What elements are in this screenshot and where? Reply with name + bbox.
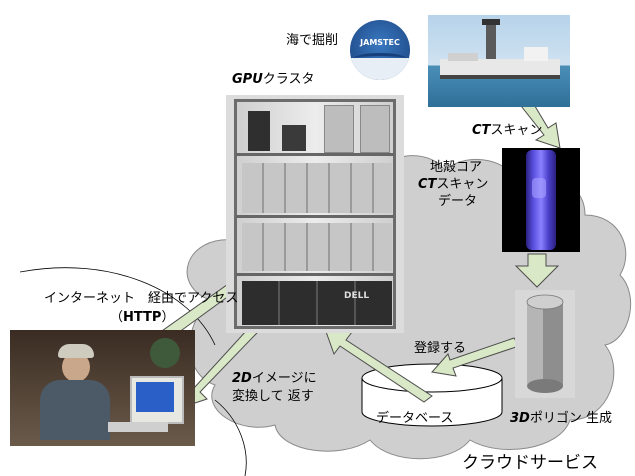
arrow-register <box>431 337 520 377</box>
user-at-pc-photo <box>10 330 195 446</box>
arrow-convert <box>323 325 433 403</box>
label-internet-line1: インターネット 経由でアクセス <box>44 291 239 306</box>
label-internet-line2: （HTTP） <box>110 310 175 326</box>
label-gpu-suffix: クラスタ <box>262 72 315 87</box>
label-internet-http: HTTP <box>123 310 162 325</box>
core-ct-scan-image <box>502 148 580 252</box>
dell-logo-text: DELL <box>344 291 370 301</box>
label-core-data-line3: データ <box>438 193 478 209</box>
label-convert: 2Dイメージに 変換して 返す <box>232 370 317 405</box>
label-core-data-scan: スキャン <box>436 176 489 192</box>
label-core-data-line2: CTスキャン <box>418 177 488 194</box>
label-cloud-service: クラウドサービス <box>462 453 598 473</box>
label-gpu-prefix: GPU <box>232 72 263 87</box>
label-polygon-text: ポリゴン 生成 <box>529 411 612 426</box>
polygon-cylinder-svg <box>526 294 564 393</box>
jamstec-logo: JAMSTEC <box>350 20 410 80</box>
label-core-data-ct: CT <box>418 176 437 192</box>
label-convert-line2: 変換して 返す <box>232 388 314 404</box>
internet-curve-2 <box>214 399 247 476</box>
label-convert-image: イメージに <box>251 371 317 386</box>
label-polygon: 3Dポリゴン 生成 <box>510 411 612 427</box>
label-sea-drilling: 海で掘削 <box>286 33 339 48</box>
label-ct-suffix: スキャン <box>490 123 543 138</box>
label-ct-prefix: CT <box>472 123 491 138</box>
label-convert-2d: 2D <box>232 371 252 386</box>
label-internet-open: （ <box>110 310 124 325</box>
label-gpu-cluster: GPUクラスタ <box>232 72 315 88</box>
label-internet-close: ） <box>161 310 175 325</box>
label-core-data: 地殻コア CTスキャン データ <box>418 160 488 211</box>
drilling-ship-photo <box>428 15 570 107</box>
jamstec-logo-text: JAMSTEC <box>360 38 400 47</box>
label-core-data-line1: 地殻コア <box>430 160 483 175</box>
label-database: データベース <box>376 411 454 426</box>
gpu-cluster-photo: DELL <box>226 95 404 333</box>
label-ct-scan: CTスキャン <box>472 123 543 139</box>
arrow-core-to-polygon <box>514 253 560 288</box>
polygon-cylinder <box>515 290 575 398</box>
label-polygon-3d: 3D <box>510 411 530 426</box>
label-register: 登録する <box>414 341 467 356</box>
label-convert-line1: 2Dイメージに <box>232 370 317 388</box>
internet-curve-1 <box>19 267 216 346</box>
database-cylinder <box>361 363 503 427</box>
